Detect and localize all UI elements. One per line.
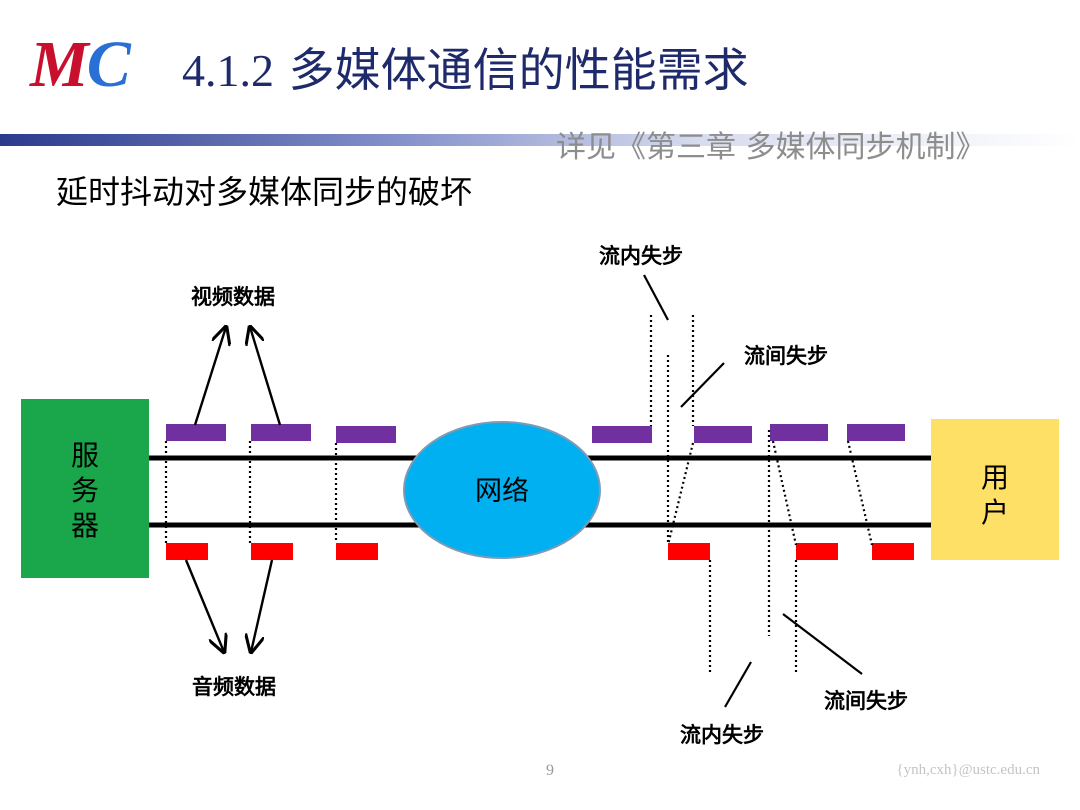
pointer-line xyxy=(724,661,752,708)
audio-packet xyxy=(251,543,293,560)
user-box xyxy=(931,419,1059,560)
intra-stream-desync-label-top: 流内失步 xyxy=(599,244,683,268)
user-char-1: 用 xyxy=(981,461,1009,494)
pointer-line xyxy=(643,274,669,321)
video-packet xyxy=(336,426,396,443)
slide-title: 4.1.2 多媒体通信的性能需求 xyxy=(182,40,749,101)
audio-packet xyxy=(872,543,914,560)
title-rule xyxy=(0,134,1080,146)
reference-note: 详见《第三章 多媒体同步机制》 xyxy=(556,130,986,165)
audio-arrow xyxy=(251,559,274,652)
audio-data-label: 音频数据 xyxy=(192,675,276,699)
video-arrow xyxy=(250,327,282,426)
intra-stream-desync-label-bottom: 流内失步 xyxy=(680,723,764,747)
server-char-3: 器 xyxy=(71,509,99,542)
audio-packet xyxy=(668,543,710,560)
network-label: 网络 xyxy=(475,476,529,507)
video-packet xyxy=(166,424,226,441)
video-packet xyxy=(847,424,905,441)
network-ellipse xyxy=(403,421,601,559)
footer-email: {ynh,cxh}@ustc.edu.cn xyxy=(896,762,1040,778)
video-arrow xyxy=(193,327,226,426)
video-packet xyxy=(770,424,828,441)
server-box xyxy=(21,399,149,578)
audio-packet xyxy=(166,543,208,560)
pointer-line xyxy=(782,613,863,675)
title-text: 多媒体通信的性能需求 xyxy=(288,43,749,97)
user-char-2: 户 xyxy=(981,496,1009,529)
inter-stream-desync-label-bottom: 流间失步 xyxy=(824,689,908,713)
server-char-2: 务 xyxy=(71,474,99,507)
audio-packet xyxy=(336,543,378,560)
pointer-line xyxy=(680,362,725,408)
page-number: 9 xyxy=(546,762,554,779)
audio-packet xyxy=(796,543,838,560)
audio-arrow xyxy=(184,559,224,652)
video-packet xyxy=(694,426,752,443)
video-packet xyxy=(251,424,311,441)
mc-logo: MC xyxy=(30,28,131,101)
inter-stream-desync-label-top: 流间失步 xyxy=(744,344,828,368)
slide-subtitle: 延时抖动对多媒体同步的破坏 xyxy=(56,173,473,211)
title-number: 4.1.2 xyxy=(182,45,274,96)
video-data-label: 视频数据 xyxy=(191,285,275,309)
server-char-1: 服 xyxy=(71,439,99,472)
video-packet xyxy=(592,426,652,443)
